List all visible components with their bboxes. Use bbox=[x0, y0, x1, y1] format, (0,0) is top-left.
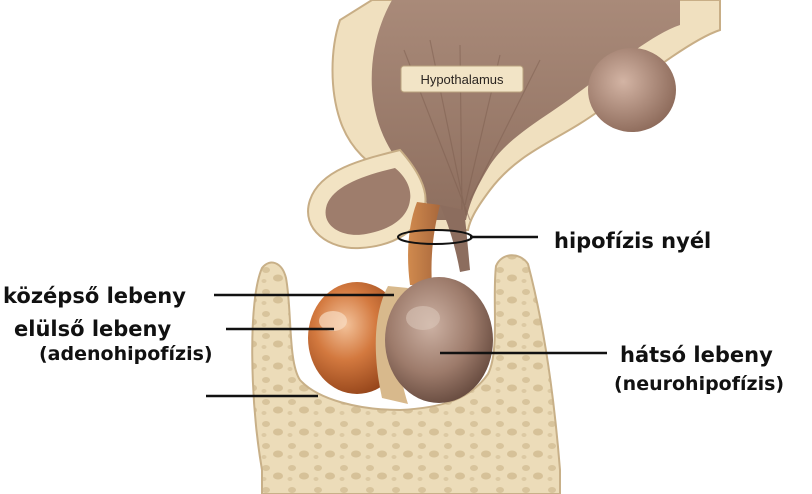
pituitary-stalk bbox=[397, 202, 473, 285]
posterior-lobe bbox=[385, 277, 493, 403]
label-middle-lobe: középső lebeny bbox=[3, 284, 186, 308]
hypothalamus-region: Hypothalamus bbox=[307, 0, 721, 250]
label-posterior-lobe: hátsó lebeny bbox=[620, 343, 773, 367]
label-anterior-lobe: elülső lebeny bbox=[14, 317, 171, 341]
label-posterior-lobe-sub: (neurohipofízis) bbox=[614, 373, 784, 395]
label-anterior-lobe-sub: (adenohipofízis) bbox=[39, 343, 213, 365]
label-stalk: hipofízis nyél bbox=[554, 229, 711, 253]
brain-knob bbox=[588, 48, 676, 132]
sella-turcica-bone bbox=[251, 254, 561, 494]
hypothalamus-label: Hypothalamus bbox=[420, 72, 504, 87]
